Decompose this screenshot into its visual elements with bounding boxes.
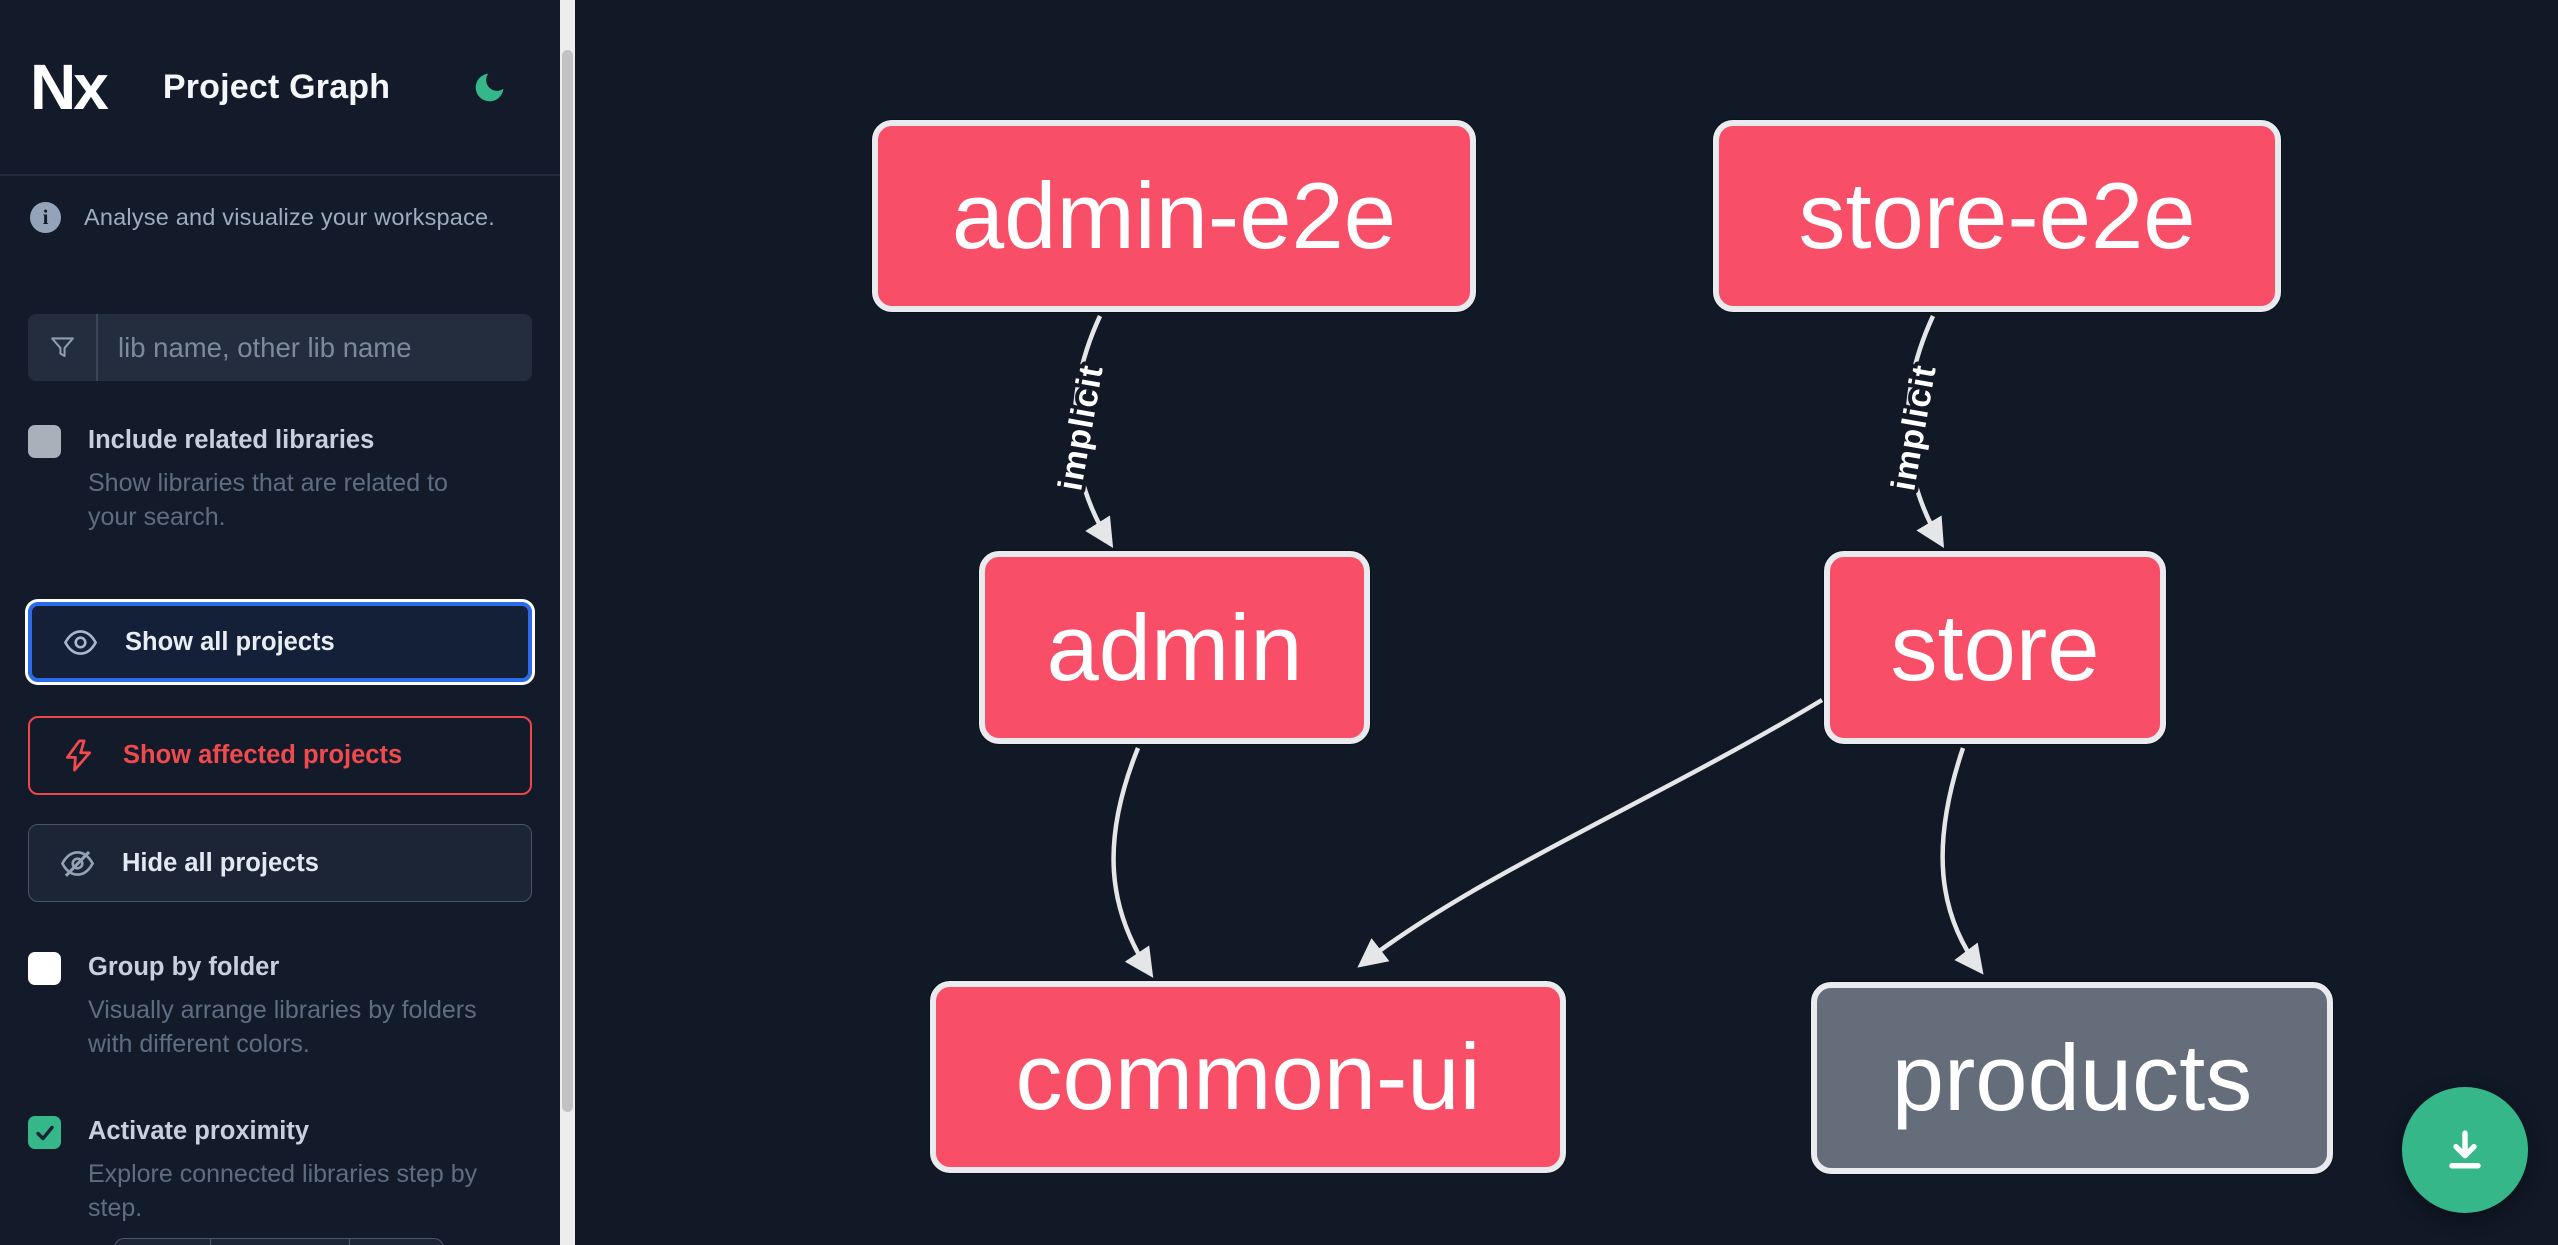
button-label: Show all projects <box>125 627 335 656</box>
option-include-related: Include related libraries Show libraries… <box>28 423 532 534</box>
graph-node-admin-e2e[interactable]: admin-e2e <box>872 120 1476 312</box>
hide-all-projects-button[interactable]: Hide all projects <box>28 824 532 902</box>
edge-label-implicit: implicit <box>1884 362 1943 494</box>
zoom-control-group-partial[interactable] <box>114 1238 444 1245</box>
search-input[interactable] <box>98 314 532 381</box>
edge-admin-to-common-ui <box>1111 747 1154 978</box>
edge-label-implicit: implicit <box>1051 362 1110 494</box>
button-label: Hide all projects <box>122 848 319 877</box>
option-label: Activate proximity <box>88 1117 310 1145</box>
graph-node-products[interactable]: products <box>1811 982 2333 1174</box>
tagline-row: i Analyse and visualize your workspace. <box>30 202 495 233</box>
option-description: Explore connected libraries step by step… <box>88 1160 478 1222</box>
edge-store-e2e-to-store <box>1905 315 1944 549</box>
graph-node-store-e2e[interactable]: store-e2e <box>1713 120 2281 312</box>
node-label: products <box>1891 1025 2253 1130</box>
theme-toggle-button[interactable] <box>471 69 508 106</box>
filter-icon <box>28 314 98 381</box>
sidebar-header: Nx Project Graph <box>0 0 560 176</box>
option-description: Show libraries that are related to your … <box>88 469 448 531</box>
info-icon: i <box>30 202 61 233</box>
activate-proximity-checkbox[interactable] <box>28 1116 61 1149</box>
zoom-control-segment[interactable] <box>115 1239 210 1245</box>
show-all-projects-button[interactable]: Show all projects <box>28 602 532 682</box>
node-label: store <box>1890 594 2100 700</box>
sidebar-scrollbar-track[interactable] <box>560 0 575 1245</box>
show-affected-projects-button[interactable]: Show affected projects <box>28 716 532 795</box>
option-label: Group by folder <box>88 953 280 981</box>
graph-node-admin[interactable]: admin <box>979 551 1370 744</box>
button-label: Show affected projects <box>123 741 403 769</box>
search-box <box>28 314 532 381</box>
node-label: store-e2e <box>1798 163 2196 268</box>
tagline: Analyse and visualize your workspace. <box>84 204 496 230</box>
node-label: admin <box>1046 594 1303 700</box>
option-activate-proximity: Activate proximity Explore connected lib… <box>28 1114 532 1225</box>
moon-icon <box>475 73 504 101</box>
option-group-by-folder: Group by folder Visually arrange librari… <box>28 950 532 1061</box>
group-by-folder-checkbox[interactable] <box>28 952 61 985</box>
eye-off-icon <box>60 850 95 877</box>
checkmark-icon <box>35 1125 54 1140</box>
node-label: admin-e2e <box>951 163 1397 268</box>
include-related-checkbox[interactable] <box>28 425 61 458</box>
edge-admin-e2e-to-admin <box>1072 315 1114 548</box>
sidebar: Nx Project Graph i Analyse and visualize… <box>0 0 560 1245</box>
option-label: Include related libraries <box>88 426 375 454</box>
node-label: common-ui <box>1015 1024 1481 1129</box>
graph-node-store[interactable]: store <box>1824 551 2166 744</box>
graph-node-common-ui[interactable]: common-ui <box>930 981 1566 1173</box>
eye-icon <box>63 629 98 655</box>
edge-store-to-products <box>1940 747 1984 975</box>
zoom-control-segment[interactable] <box>210 1239 348 1245</box>
option-description: Visually arrange libraries by folders wi… <box>88 996 477 1058</box>
lightning-bolt-icon <box>66 739 91 772</box>
sidebar-scrollbar-thumb[interactable] <box>562 50 573 1112</box>
nx-logo: Nx <box>30 51 109 123</box>
edge-store-to-common-ui <box>1357 698 1824 968</box>
download-graph-button[interactable] <box>2402 1087 2528 1213</box>
download-icon <box>2449 1130 2481 1169</box>
app-title: Project Graph <box>162 67 391 106</box>
zoom-control-segment[interactable] <box>348 1239 443 1245</box>
